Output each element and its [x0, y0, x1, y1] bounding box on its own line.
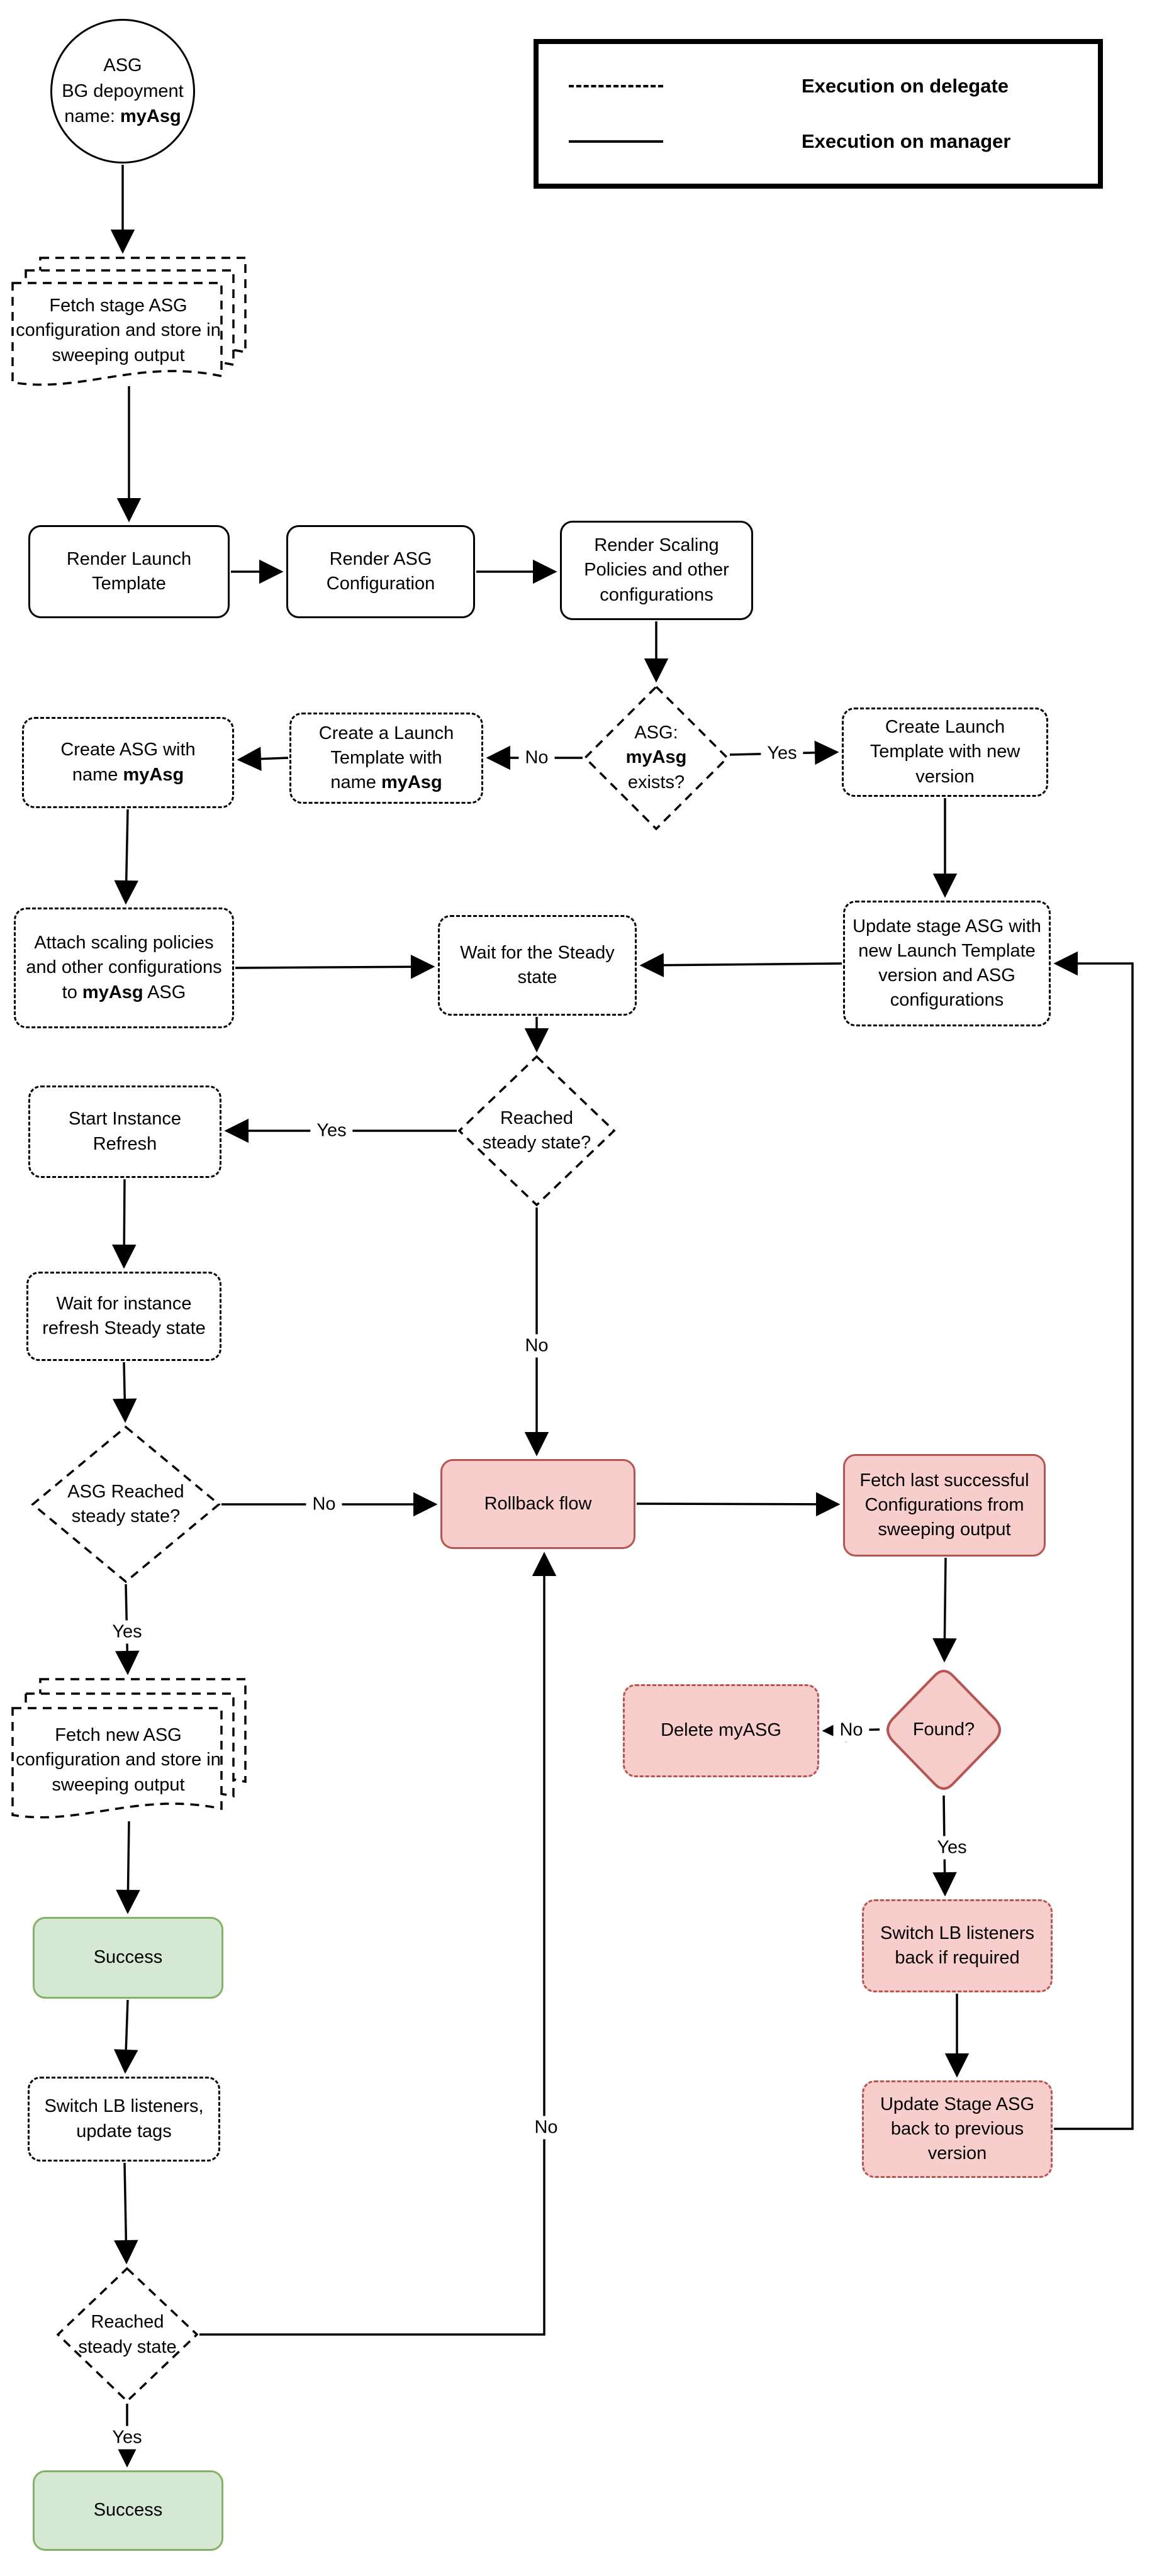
node-label: Rollback flow	[484, 1493, 592, 1514]
node-rollback-flow: Rollback flow	[440, 1459, 635, 1549]
connector-loopback	[1053, 951, 1134, 2130]
edge-label-yes-bottom: Yes	[106, 2426, 148, 2450]
node-create-launch-template-new-version: Create Launch Template with new version	[842, 708, 1048, 797]
diamond-outline	[56, 2267, 199, 2403]
node-label: Render Scaling Policies and other config…	[584, 535, 729, 605]
node-create-launch-template-named: Create a Launch Template with name myAsg	[289, 713, 483, 804]
solid-line-sample	[569, 140, 663, 143]
node-label: Render Launch Template	[66, 548, 192, 594]
node-label: Attach scaling policies and other config…	[26, 933, 222, 1002]
decision-asg-reached-steady-state: ASG Reached steady state?	[31, 1425, 221, 1584]
diamond-shape	[886, 1670, 1001, 1790]
node-label: Switch LB listeners back if required	[880, 1923, 1034, 1968]
diamond-shape	[583, 685, 729, 831]
legend-row-manager: Execution on manager	[569, 130, 1098, 153]
node-label: ASG: myAsg exists?	[625, 723, 687, 792]
node-label: Update stage ASG with new Launch Templat…	[853, 916, 1041, 1011]
node-switch-lb-back: Switch LB listeners back if required	[862, 1899, 1053, 1992]
node-update-stage-asg: Update stage ASG with new Launch Templat…	[843, 901, 1051, 1026]
node-start-instance-refresh: Start Instance Refresh	[28, 1085, 221, 1178]
legend-label-delegate: Execution on delegate	[802, 75, 1009, 97]
connector	[113, 1362, 137, 1423]
start-node: ASG BG depoyment name: myAsg	[50, 19, 195, 164]
node-label: Wait for instance refresh Steady state	[42, 1293, 206, 1338]
diamond-outline	[886, 1670, 1001, 1790]
node-wait-instance-refresh: Wait for instance refresh Steady state	[26, 1272, 221, 1361]
decision-reached-steady-state: Reached steady state?	[457, 1055, 616, 1207]
diamond-outline	[31, 1425, 221, 1584]
edge-label-yes-exists: Yes	[761, 741, 803, 765]
node-wait-steady-state: Wait for the Steady state	[438, 915, 637, 1016]
node-fetch-stage-asg: Fetch stage ASG configuration and store …	[11, 257, 247, 392]
node-label: Success	[93, 1947, 163, 1968]
decision-found: Found?	[881, 1665, 1007, 1794]
connector	[113, 1999, 138, 2074]
connector	[639, 953, 842, 977]
edge-label-no-exists: No	[518, 746, 555, 770]
node-attach-scaling-policies: Attach scaling policies and other config…	[14, 908, 234, 1028]
diamond-shape	[31, 1425, 221, 1584]
legend-row-delegate: Execution on delegate	[569, 75, 1098, 97]
legend-label-manager: Execution on manager	[802, 130, 1011, 152]
connector	[237, 747, 289, 771]
node-render-scaling-policies: Render Scaling Policies and other config…	[560, 521, 753, 620]
edge-label-yes-found: Yes	[931, 1836, 973, 1860]
multi-document-shape	[11, 1678, 247, 1819]
node-label: Fetch new ASG configuration and store in…	[16, 1725, 221, 1795]
node-create-asg-named: Create ASG with name myAsg	[22, 717, 234, 808]
start-node-label: ASG BG depoyment name: myAsg	[62, 55, 184, 127]
edge-label-no-found: No	[833, 1718, 870, 1742]
node-render-asg-configuration: Render ASG Configuration	[286, 525, 475, 618]
connector	[116, 1821, 140, 1914]
node-label: Create a Launch Template with name myAsg	[318, 723, 454, 793]
node-render-launch-template: Render Launch Template	[28, 525, 230, 618]
diamond-outline	[457, 1055, 616, 1207]
node-label: Found?	[912, 1719, 975, 1740]
node-label: Delete myASG	[661, 1720, 781, 1741]
node-label: Reached steady state	[78, 2312, 177, 2357]
decision-asg-exists: ASG: myAsg exists?	[583, 685, 729, 831]
node-label: Switch LB listeners, update tags	[44, 2096, 204, 2141]
dashed-line-sample	[569, 85, 663, 87]
connector	[114, 809, 138, 905]
edge-label-no-bottom: No	[528, 2116, 564, 2140]
connector	[114, 2162, 138, 2265]
legend-box: Execution on delegate Execution on manag…	[534, 39, 1103, 189]
connector	[932, 1557, 957, 1663]
node-label: Fetch stage ASG configuration and store …	[16, 296, 221, 365]
connector-no-loop	[199, 1552, 557, 2336]
node-label: Success	[93, 2500, 163, 2521]
node-success-1: Success	[33, 1917, 223, 1999]
multi-document-shape	[11, 257, 247, 386]
node-label: Render ASG Configuration	[326, 548, 435, 594]
node-label: Start Instance Refresh	[69, 1109, 181, 1154]
edge-label-no-asg-reached: No	[306, 1492, 342, 1516]
edge-label-no-reached: No	[518, 1334, 555, 1358]
document-front	[11, 1707, 223, 1819]
edge-label-yes-reached: Yes	[310, 1119, 353, 1143]
document-front	[11, 282, 223, 386]
node-delete-myasg: Delete myASG	[623, 1684, 819, 1777]
edge-label-yes-asg-reached: Yes	[106, 1620, 148, 1644]
diamond-outline	[583, 685, 729, 831]
node-label: Create Launch Template with new version	[870, 717, 1021, 787]
connector	[235, 954, 435, 979]
node-fetch-new-asg: Fetch new ASG configuration and store in…	[11, 1678, 247, 1826]
node-label: Wait for the Steady state	[460, 942, 615, 987]
node-success-2: Success	[33, 2470, 223, 2551]
node-label: Reached steady state?	[482, 1108, 591, 1153]
diamond-shape	[56, 2267, 199, 2403]
node-label: ASG Reached steady state?	[67, 1481, 184, 1526]
node-label: Create ASG with name myAsg	[60, 740, 196, 785]
node-switch-lb-update-tags: Switch LB listeners, update tags	[28, 2077, 220, 2162]
decision-reached-steady-state-bottom: Reached steady state	[56, 2267, 199, 2403]
node-fetch-last-successful: Fetch last successful Configurations fro…	[843, 1454, 1046, 1557]
diamond-shape	[457, 1055, 616, 1207]
node-label: Update Stage ASG back to previous versio…	[880, 2094, 1035, 2164]
node-update-stage-back: Update Stage ASG back to previous versio…	[862, 2080, 1053, 2178]
connector	[112, 1179, 137, 1269]
node-label: Fetch last successful Configurations fro…	[859, 1470, 1029, 1540]
